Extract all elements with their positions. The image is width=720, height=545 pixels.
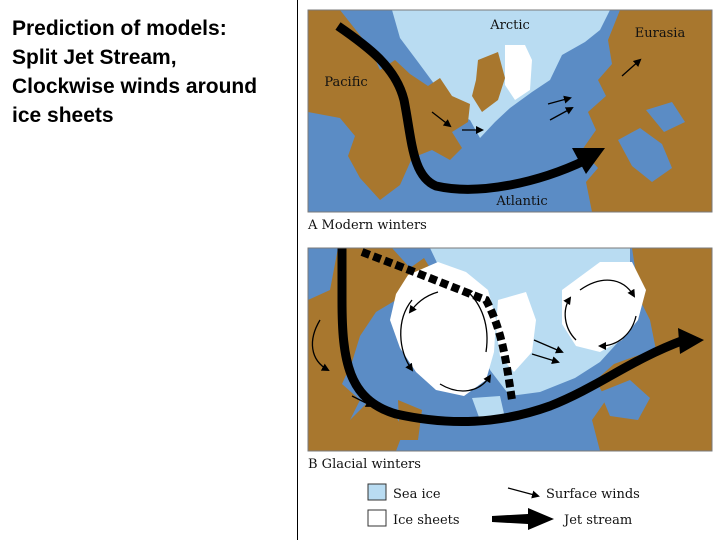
legend: Sea ice Ice sheets Surface winds Jet str…: [367, 483, 640, 530]
panel-b-wind-arrow: [464, 288, 488, 353]
panel-a-greenland: [472, 52, 505, 112]
panel-b-wind-arrow: [400, 299, 414, 372]
panel-b-map: [308, 248, 712, 451]
panel-a-jet-arrowhead: [572, 148, 605, 174]
panel-a-map: [308, 10, 712, 212]
label-pacific: Pacific: [324, 75, 367, 90]
legend-ice-sheets-label: Ice sheets: [393, 513, 460, 528]
label-arctic: Arctic: [489, 18, 530, 33]
slide-title: Prediction of models: Split Jet Stream, …: [12, 17, 258, 127]
legend-ice-sheets-swatch: [367, 509, 387, 527]
panel-b-greenland-ice: [496, 292, 536, 372]
panel-a-wind-arrow: [549, 107, 574, 121]
panel-b-label: B Glacial winters: [308, 457, 421, 472]
panel-b-wind-arrow: [439, 374, 492, 392]
panel-b-wind-arrow: [311, 319, 330, 371]
panel-b-jet-stream-northern: [360, 248, 516, 401]
divider-line: [297, 0, 298, 540]
panel-b-wind-arrow: [533, 339, 564, 354]
figure: Arctic Eurasia Pacific Atlantic A Modern…: [300, 0, 720, 540]
panel-a-label: A Modern winters: [307, 218, 427, 233]
panel-b-sea-patch: [600, 380, 650, 420]
panel-a-north-america: [308, 10, 470, 200]
panel-a-ice-sheet: [505, 45, 532, 100]
panel-b-wind-arrow: [351, 395, 374, 407]
panel-b-wind-arrow: [598, 315, 637, 350]
legend-surface-winds-label: Surface winds: [546, 487, 640, 502]
panel-b-south-land: [308, 400, 404, 451]
panel-a-wind-arrow: [547, 95, 572, 105]
panel-b-sea-ice-patch: [472, 396, 505, 420]
panel-a-wind-arrow: [431, 111, 452, 128]
panel-a-frame: [307, 9, 713, 213]
label-atlantic: Atlantic: [495, 194, 547, 209]
figure-svg: Arctic Eurasia Pacific Atlantic A Modern…: [307, 9, 713, 530]
panel-b-frame: [307, 247, 713, 452]
panel-b-wind-arrow: [408, 291, 439, 314]
panel-b-wind-arrow: [579, 279, 636, 298]
panel-b-wind-arrow: [531, 353, 560, 365]
legend-jet-stream-arrow: [492, 508, 554, 530]
legend-sea-ice-label: Sea ice: [393, 487, 441, 502]
label-eurasia: Eurasia: [635, 26, 686, 41]
panel-a-sea-patch: [646, 102, 685, 132]
panel-a-jet-stream: [335, 22, 588, 194]
legend-surface-winds-arrow: [507, 487, 540, 499]
panel-b-scandinavian-ice-sheet: [562, 262, 646, 352]
panel-a-baltic: [618, 128, 672, 182]
legend-jet-stream-label: Jet stream: [562, 513, 632, 528]
legend-sea-ice-swatch: [367, 483, 387, 501]
panel-b-jet-stream-southern: [337, 248, 686, 427]
panel-a-wind-arrow: [621, 58, 642, 77]
panel-b-jet-arrowhead: [678, 328, 704, 354]
panel-b-wind-arrow: [563, 296, 577, 341]
